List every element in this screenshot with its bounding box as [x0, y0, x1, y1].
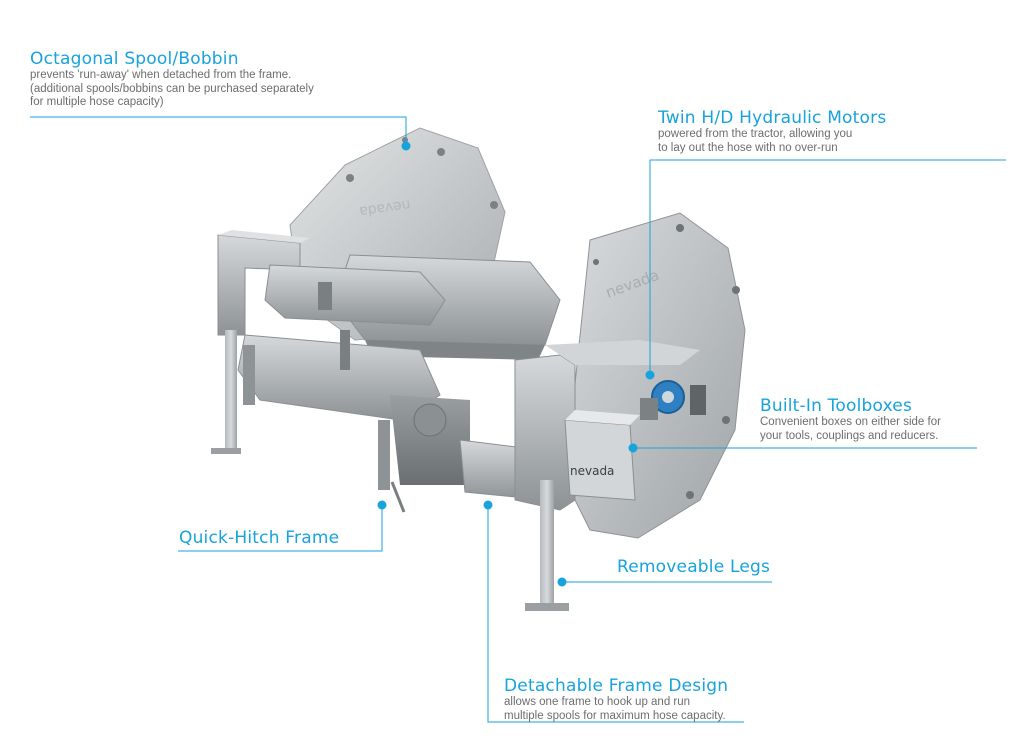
- toolboxes-marker-dot: [628, 443, 638, 453]
- callout-frame: Detachable Frame Design allows one frame…: [504, 676, 728, 723]
- svg-text:nevada: nevada: [570, 464, 614, 478]
- toolbox-box: [564, 419, 636, 501]
- callout-toolboxes-title: Built-In Toolboxes: [760, 396, 913, 416]
- svg-text:ɐpɐʌǝu: ɐpɐʌǝu: [358, 196, 411, 219]
- spool-leader: [30, 116, 407, 146]
- callout-legs-title: Removeable Legs: [617, 557, 771, 577]
- leader-dots: [377, 141, 655, 587]
- spool-marker-dot: [401, 141, 411, 151]
- callout-hitch: Quick-Hitch Frame: [179, 528, 339, 548]
- callout-spool-title: Octagonal Spool/Bobbin: [30, 49, 239, 69]
- top-beam: [264, 264, 446, 326]
- hitch-marker-dot: [377, 500, 387, 510]
- removeable-legs: [211, 330, 569, 611]
- callout-frame-title: Detachable Frame Design: [504, 676, 729, 696]
- callout-motors: Twin H/D Hydraulic Motors powered from t…: [658, 108, 886, 155]
- callout-toolboxes: Built-In Toolboxes Convenient boxes on e…: [760, 396, 941, 443]
- motors-leader: [649, 159, 1006, 375]
- callout-spool: Octagonal Spool/Bobbin prevents 'run-awa…: [30, 49, 314, 110]
- frame-leader: [487, 505, 744, 723]
- motors-marker-dot: [645, 370, 655, 380]
- callout-motors-desc: powered from the tractor, allowing you t…: [658, 128, 853, 154]
- callout-motors-title: Twin H/D Hydraulic Motors: [658, 108, 887, 128]
- callout-frame-desc: allows one frame to hook up and run mult…: [504, 696, 726, 722]
- frame-marker-dot: [483, 500, 493, 510]
- legs-marker-dot: [557, 577, 567, 587]
- callout-toolboxes-desc: Convenient boxes on either side for your…: [760, 416, 941, 442]
- callout-spool-desc: prevents 'run-away' when detached from t…: [30, 69, 314, 108]
- leader-lines: [30, 116, 1006, 723]
- spool-frame-machine: ɐpɐʌǝu nevada nevada: [211, 127, 746, 611]
- callout-legs: Removeable Legs: [617, 557, 770, 577]
- callout-hitch-title: Quick-Hitch Frame: [179, 528, 340, 548]
- hitch-leader: [178, 505, 383, 552]
